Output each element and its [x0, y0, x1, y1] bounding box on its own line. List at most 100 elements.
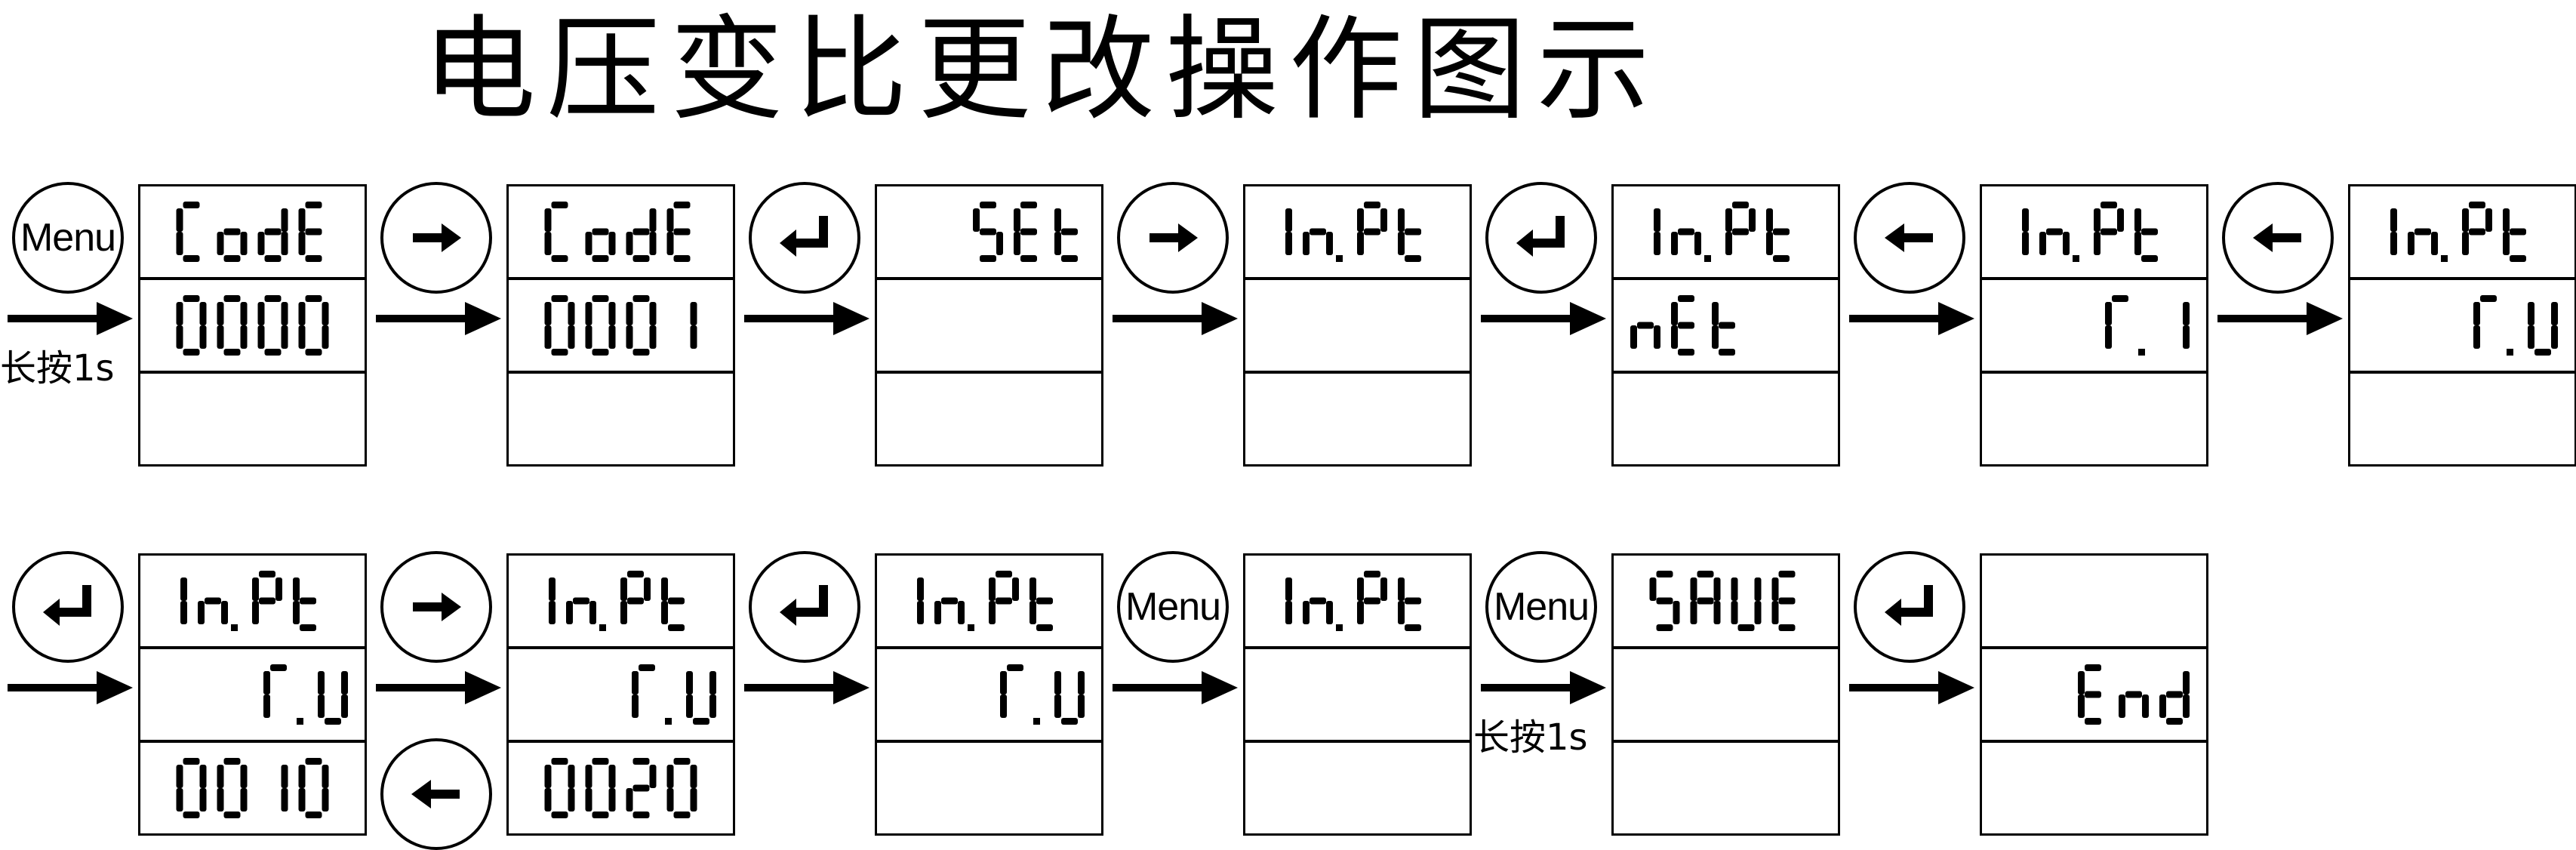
lcd-decimal-point [1033, 718, 1040, 725]
flow-arrow-icon [1481, 671, 1606, 704]
lcd-segment [644, 577, 651, 601]
lcd-segment [632, 295, 650, 302]
lcd-segment [205, 597, 221, 605]
lcd-line-2 [2348, 278, 2576, 373]
lcd-segment [1754, 577, 1762, 601]
lcd-line-3 [138, 741, 367, 836]
lcd-segment [298, 325, 306, 349]
lcd-segment [217, 232, 224, 255]
lcd-digits [1245, 374, 1470, 464]
lcd-segment [1357, 601, 1364, 624]
lcd-segment [649, 302, 657, 325]
lcd-line-1 [1611, 184, 1840, 279]
lcd-segment [2141, 228, 2158, 236]
lcd-segment [693, 718, 709, 725]
lcd-segment [252, 601, 259, 624]
lcd-segment [1380, 208, 1387, 232]
lcd-segment [1285, 577, 1292, 601]
lcd-segment [589, 601, 596, 624]
lcd-line-3 [506, 371, 735, 467]
lcd-segment [263, 694, 270, 718]
lcd-segment [673, 812, 691, 818]
lcd-segment [690, 302, 697, 325]
lcd-line-1 [1243, 184, 1472, 279]
lcd-segment [2112, 295, 2128, 302]
lcd-segment [1697, 571, 1714, 577]
lcd-segment [1731, 601, 1738, 624]
lcd-segment [549, 601, 556, 624]
lcd-segment [1731, 577, 1738, 601]
lcd-segment [573, 597, 589, 605]
lcd-segment [183, 295, 200, 302]
lcd-segment [223, 255, 241, 262]
flow-arrow-icon [1849, 302, 1974, 335]
lcd-segment [305, 202, 322, 208]
lcd-line-2 [506, 647, 735, 742]
lcd-line-2 [875, 278, 1103, 373]
lcd-digits [176, 295, 329, 356]
lcd-decimal-point [599, 624, 606, 631]
lcd-segment [632, 671, 639, 686]
lcd-digits [180, 571, 316, 631]
left-key [1854, 182, 1965, 294]
lcd-segment [264, 349, 282, 356]
left-key [2222, 182, 2334, 294]
lcd-segment [996, 597, 1012, 605]
lcd-segment [1364, 571, 1380, 577]
lcd-segment [1285, 232, 1292, 255]
lcd-segment [240, 302, 248, 325]
lcd-segment [1326, 601, 1333, 624]
lcd-segment [305, 295, 322, 302]
lcd-segment [1036, 624, 1053, 631]
lcd-segment [673, 758, 691, 765]
lcd-segment [217, 325, 224, 349]
lcd-segment [2105, 302, 2112, 317]
lcd-segment [1654, 325, 1660, 349]
lcd-segment [217, 788, 224, 812]
lcd-segment [252, 577, 259, 601]
enter-arrow-icon [780, 585, 828, 626]
lcd-segment [1719, 349, 1735, 356]
lcd-line-2 [1611, 278, 1840, 373]
lcd-line-2 [506, 278, 735, 373]
lcd-decimal-point [231, 624, 238, 631]
lcd-segment [2390, 208, 2397, 232]
lcd-segment [223, 228, 241, 236]
lcd-segment [1357, 232, 1364, 255]
lcd-segment [1637, 322, 1654, 329]
hold-note: 长按1s [0, 347, 115, 390]
lcd-segment [298, 765, 306, 788]
lcd-segment [673, 255, 691, 262]
lcd-segment [620, 601, 627, 624]
lcd-segment [1285, 601, 1292, 624]
lcd-digits [544, 758, 697, 818]
enter-key [749, 551, 860, 663]
lcd-line-1 [1980, 553, 2208, 648]
lcd-segment [270, 664, 287, 671]
menu-key: Menu [1117, 551, 1229, 663]
lcd-segment [281, 325, 288, 349]
lcd-segment [275, 577, 282, 601]
lcd-segment [661, 601, 668, 624]
lcd-segment [1771, 577, 1779, 601]
lcd-segment [2119, 694, 2125, 718]
lcd-segment [551, 295, 568, 302]
lcd-segment [632, 228, 650, 236]
lcd-segment [649, 765, 657, 788]
lcd-segment [1007, 664, 1023, 671]
lcd-segment [585, 232, 592, 255]
lcd-segment [666, 765, 674, 788]
lcd-segment [632, 349, 650, 356]
lcd-segment [980, 202, 996, 208]
lcd-segment [2503, 208, 2510, 232]
enter-key [749, 182, 860, 294]
lcd-segment [1405, 624, 1421, 631]
lcd-segment [223, 758, 241, 765]
lcd-segment [1054, 232, 1061, 255]
lcd-segment [305, 758, 322, 765]
lcd-segment [568, 788, 575, 812]
lcd-segment [551, 812, 568, 818]
lcd-segment [2183, 671, 2190, 694]
lcd-segment [973, 208, 980, 232]
lcd-segment [2462, 208, 2469, 232]
